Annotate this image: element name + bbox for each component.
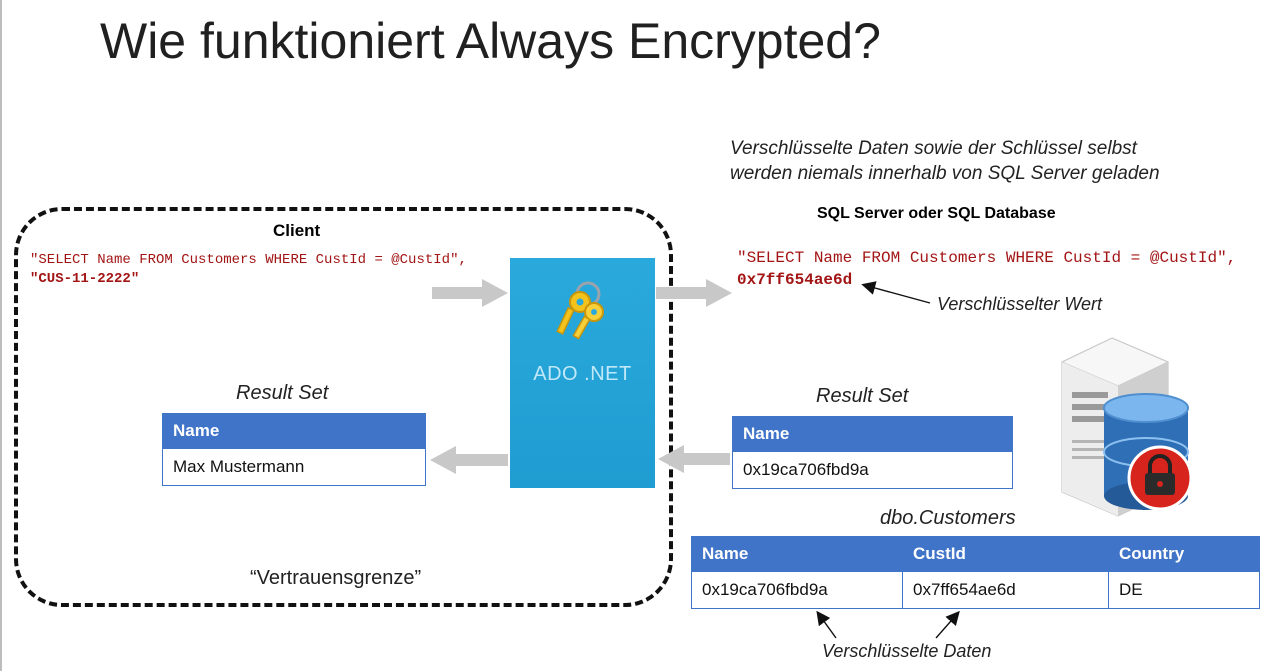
dbo-customers-table: Name CustId Country 0x19ca706fbd9a 0x7ff…	[691, 536, 1260, 609]
dbo-header-custid: CustId	[902, 536, 1109, 572]
client-parameter: "CUS-11-2222"	[30, 271, 140, 287]
pointer-encrypted-custid	[935, 610, 960, 639]
result-set-right-table: Name 0x19ca706fbd9a	[732, 416, 1013, 489]
result-set-left-title: Result Set	[236, 382, 329, 404]
server-encrypted-parameter: 0x7ff654ae6d	[737, 271, 853, 289]
arrow-ado-to-server	[656, 279, 732, 307]
encrypted-data-note: Verschlüsselte Daten	[822, 641, 992, 661]
dbo-header-country: Country	[1108, 536, 1260, 572]
client-title: Client	[273, 221, 321, 240]
slide-title: Wie funktioniert Always Encrypted?	[100, 13, 881, 69]
result-set-right-title: Result Set	[816, 385, 909, 407]
lock-icon	[1127, 445, 1193, 511]
keys-icon	[556, 281, 604, 340]
result-set-left-table: Name Max Mustermann	[162, 413, 426, 486]
dbo-cell-name: 0x19ca706fbd9a	[691, 571, 903, 609]
dbo-cell-country: DE	[1108, 571, 1260, 609]
ado-net-box: ADO .NET	[510, 258, 655, 488]
note-top-line2: werden niemals innerhalb von SQL Server …	[730, 163, 1160, 184]
arrow-client-to-ado	[432, 279, 508, 307]
pointer-encrypted-value	[861, 281, 931, 304]
result-left-header: Name	[162, 413, 426, 449]
ado-net-label: ADO .NET	[533, 363, 632, 385]
pointer-encrypted-name	[816, 610, 837, 639]
server-title: SQL Server oder SQL Database	[817, 205, 1056, 222]
result-right-header: Name	[732, 416, 1013, 452]
note-top-line1: Verschlüsselte Daten sowie der Schlüssel…	[730, 138, 1137, 159]
encrypted-value-note: Verschlüsselter Wert	[937, 294, 1103, 314]
result-right-value: 0x19ca706fbd9a	[732, 451, 1013, 489]
trust-boundary-label: “Vertrauensgrenze”	[250, 567, 422, 589]
slide-edge	[0, 0, 2, 671]
trust-boundary	[14, 207, 673, 607]
client-query: "SELECT Name FROM Customers WHERE CustId…	[30, 252, 467, 268]
dbo-customers-title: dbo.Customers	[880, 507, 1016, 529]
arrow-server-to-ado-result	[658, 445, 730, 473]
server-query: "SELECT Name FROM Customers WHERE CustId…	[737, 249, 1237, 267]
dbo-cell-custid: 0x7ff654ae6d	[902, 571, 1109, 609]
dbo-header-name: Name	[691, 536, 903, 572]
result-left-value: Max Mustermann	[162, 448, 426, 486]
arrow-ado-to-client-result	[430, 446, 508, 474]
